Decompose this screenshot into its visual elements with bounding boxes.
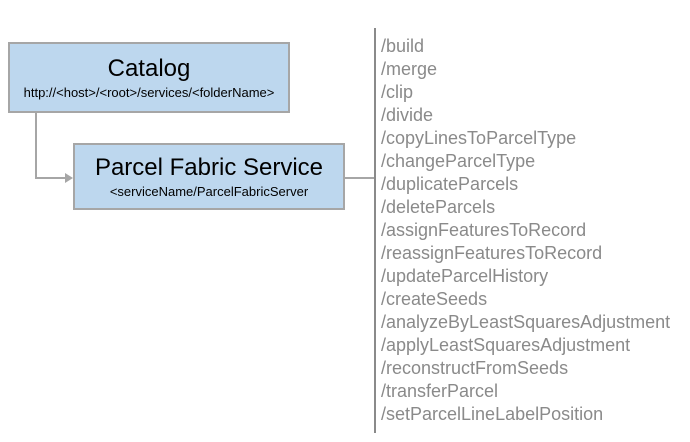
connector-service-to-list-line: [345, 177, 374, 179]
endpoint-item: /merge: [381, 59, 438, 79]
service-name: <serviceName/ParcelFabricServer: [109, 183, 309, 199]
endpoint-item: /divide: [381, 105, 434, 125]
endpoint-item: /deleteParcels: [381, 197, 496, 217]
endpoint-item: /reconstructFromSeeds: [381, 358, 569, 378]
endpoint-item: /build: [381, 36, 425, 56]
endpoint-item: /clip: [381, 82, 414, 102]
connector-catalog-to-service-line: [35, 177, 66, 179]
endpoint-item: /setParcelLineLabelPosition: [381, 404, 604, 424]
catalog-title: Catalog: [107, 54, 191, 82]
endpoint-item: /createSeeds: [381, 289, 488, 309]
endpoint-item: /changeParcelType: [381, 151, 536, 171]
endpoint-item: /assignFeaturesToRecord: [381, 220, 587, 240]
arrowhead-right-icon: [65, 173, 73, 183]
parcel-fabric-service-node: Parcel Fabric Service <serviceName/Parce…: [73, 143, 345, 210]
endpoint-item: /copyLinesToParcelType: [381, 128, 577, 148]
catalog-node: Catalog http://<host>/<root>/services/<f…: [8, 42, 290, 113]
endpoint-item: /transferParcel: [381, 381, 499, 401]
endpoint-item: /applyLeastSquaresAdjustment: [381, 335, 631, 355]
endpoint-item: /duplicateParcels: [381, 174, 519, 194]
connector-catalog-down-line: [35, 113, 37, 178]
service-title: Parcel Fabric Service: [94, 153, 324, 181]
catalog-url: http://<host>/<root>/services/<folderNam…: [23, 84, 275, 100]
endpoint-item: /updateParcelHistory: [381, 266, 549, 286]
endpoint-item: /analyzeByLeastSquaresAdjustment: [381, 312, 671, 332]
endpoint-item: /reassignFeaturesToRecord: [381, 243, 603, 263]
endpoint-divider-line: [374, 28, 376, 433]
endpoint-list: /build /merge /clip /divide /copyLinesTo…: [381, 35, 670, 426]
